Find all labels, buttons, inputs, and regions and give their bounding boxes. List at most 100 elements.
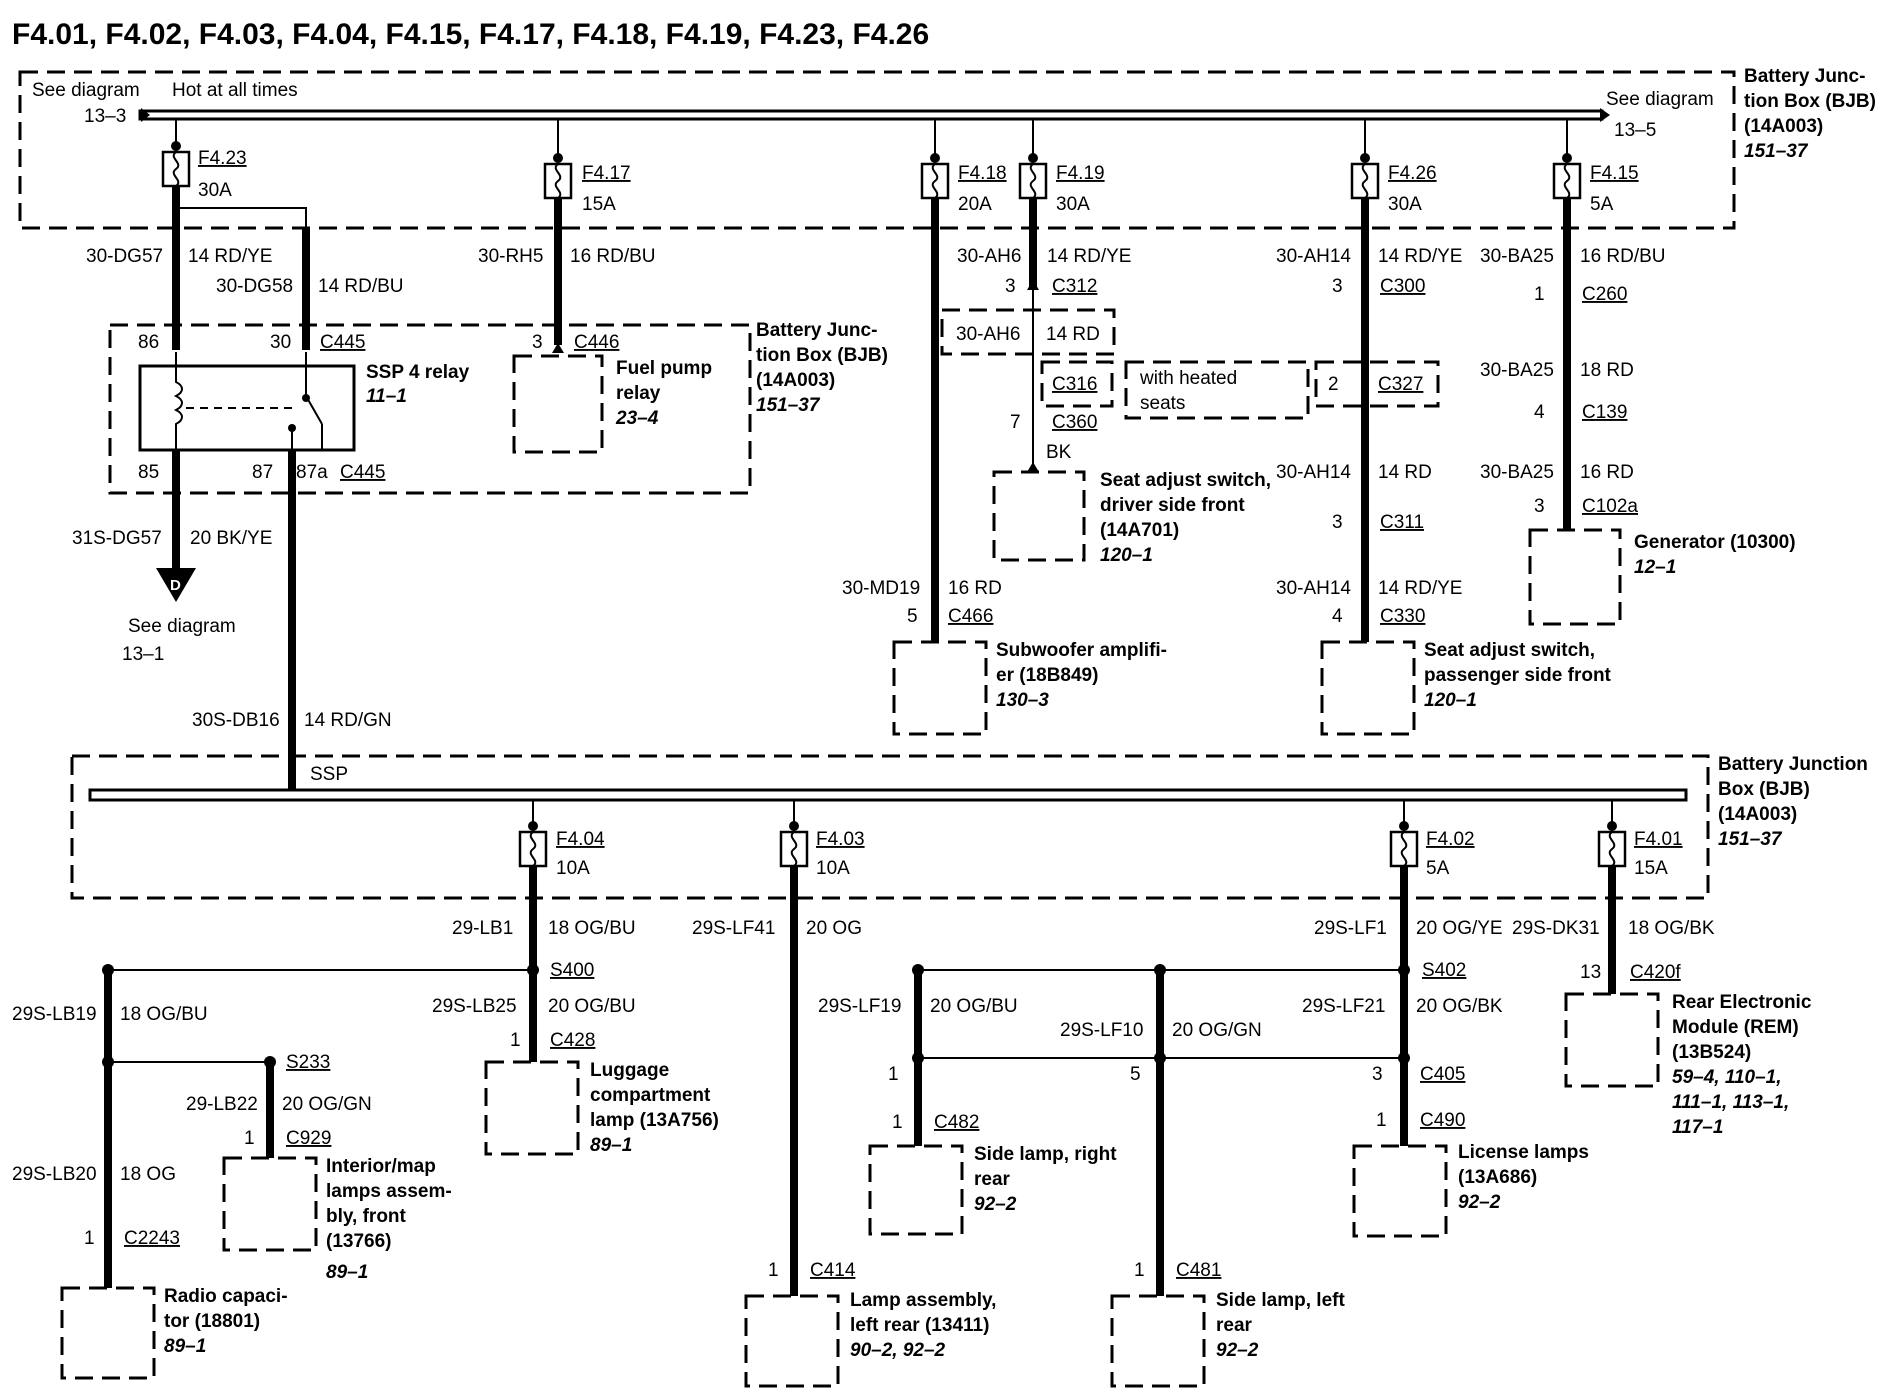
wire-lf21-circuit: 29S-LF21 xyxy=(1302,996,1385,1017)
ground-d-symbol: D xyxy=(170,577,181,594)
ssp-relay-page: 11–1 xyxy=(366,386,407,407)
bus-arrow-right-icon xyxy=(1600,108,1610,122)
wire-ba25a-gauge: 16 RD/BU xyxy=(1580,246,1666,267)
top-bus-bar xyxy=(138,109,1604,121)
wire-ba25a-circuit: 30-BA25 xyxy=(1480,246,1554,267)
fuse-f4-15-id: F4.15 xyxy=(1590,163,1639,184)
wire-lb20-gauge: 18 OG xyxy=(120,1164,176,1185)
see-diagram-left-page: 13–3 xyxy=(84,106,126,127)
c312-pin: 3 xyxy=(1005,276,1016,297)
fuse-f4-26-amps: 30A xyxy=(1388,194,1422,215)
c445a-pin: 30 xyxy=(270,332,291,353)
side-right-name-1: Side lamp, right xyxy=(974,1144,1117,1165)
subwoofer-name-2: er (18B849) xyxy=(996,665,1098,686)
wire-lb1-circuit: 29-LB1 xyxy=(452,918,513,939)
subwoofer-page: 130–3 xyxy=(996,690,1049,711)
c260-id: C260 xyxy=(1582,284,1627,305)
side-left-name-1: Side lamp, left xyxy=(1216,1290,1345,1311)
side-right-name-2: rear xyxy=(974,1169,1011,1190)
fuse-f4-26-icon xyxy=(1350,162,1380,200)
ah6-dashed-box xyxy=(940,308,1116,356)
license-name-2: (13A686) xyxy=(1458,1167,1537,1188)
pin-87a-label: 87a xyxy=(296,462,328,483)
splice-row-right-dot xyxy=(1398,1052,1410,1064)
rem-name-2: Module (REM) xyxy=(1672,1017,1799,1038)
wire-dg57-gauge: 14 RD/YE xyxy=(188,246,272,267)
wire-ah14b-gauge: 14 RD xyxy=(1378,462,1432,483)
c102a-id: C102a xyxy=(1582,496,1638,517)
luggage-box xyxy=(484,1060,580,1156)
top-bjb-page: 151–37 xyxy=(1744,141,1809,162)
c490-id: C490 xyxy=(1420,1110,1465,1131)
page-title: F4.01, F4.02, F4.03, F4.04, F4.15, F4.17… xyxy=(12,18,929,51)
wire-ah14b-circuit: 30-AH14 xyxy=(1276,462,1351,483)
fuse-f4-03-amps: 10A xyxy=(816,858,850,879)
c929-id: C929 xyxy=(286,1128,331,1149)
bk-color-label: BK xyxy=(1046,442,1072,463)
side-lamp-left-box xyxy=(1110,1294,1206,1388)
rem-name-1: Rear Electronic xyxy=(1672,992,1812,1013)
pin-lf10-label: 5 xyxy=(1130,1064,1141,1085)
see-diagram-right: See diagram xyxy=(1606,89,1714,110)
fuse-f4-01-amps: 15A xyxy=(1634,858,1668,879)
license-lamps-box xyxy=(1352,1144,1448,1238)
wire-dg58-gauge: 14 RD/BU xyxy=(318,276,404,297)
s400-id: S400 xyxy=(550,960,594,981)
c428-pin: 1 xyxy=(510,1030,521,1051)
rem-name-3: (13B524) xyxy=(1672,1042,1751,1063)
connector-arrow-icon xyxy=(1027,462,1039,472)
fuse-f4-15-amps: 5A xyxy=(1590,194,1614,215)
bottom-bjb-label-1: Battery Junction xyxy=(1718,754,1868,775)
luggage-page: 89–1 xyxy=(590,1135,632,1156)
fuse-f4-04-icon xyxy=(518,830,548,868)
interior-lamps-box xyxy=(222,1156,318,1252)
generator-box xyxy=(1528,528,1622,626)
luggage-name-2: compartment xyxy=(590,1085,711,1106)
relay-bjb-label-1: Battery Junc- xyxy=(756,320,877,341)
c311-pin: 3 xyxy=(1332,512,1343,533)
fuse-f4-04-id: F4.04 xyxy=(556,829,605,850)
wire-dk31-circuit: 29S-DK31 xyxy=(1512,918,1600,939)
side-lamp-right-box xyxy=(868,1144,964,1236)
fuse-f4-17-icon xyxy=(543,162,573,200)
fuse-f4-01-id: F4.01 xyxy=(1634,829,1683,850)
c420f-pin: 13 xyxy=(1580,962,1601,983)
radio-cap-name-1: Radio capaci- xyxy=(164,1286,288,1307)
wire-lb25-gauge: 20 OG/BU xyxy=(548,996,636,1017)
pin-87-label: 87 xyxy=(252,462,273,483)
fuel-pump-relay-label-1: Fuel pump xyxy=(616,358,712,379)
connector-arrow-icon xyxy=(552,343,564,353)
wire-lf41-gauge: 20 OG xyxy=(806,918,862,939)
fuse-f4-19-id: F4.19 xyxy=(1056,163,1105,184)
wire-md19-gauge: 16 RD xyxy=(948,578,1002,599)
fuse-f4-18-amps: 20A xyxy=(958,194,992,215)
wire-ah14a-circuit: 30-AH14 xyxy=(1276,246,1351,267)
wire-ah6-circuit: 30-AH6 xyxy=(957,246,1021,267)
rem-box xyxy=(1564,992,1660,1088)
wire-ah14c-gauge: 14 RD/YE xyxy=(1378,578,1462,599)
see-diagram-right-page: 13–5 xyxy=(1614,120,1656,141)
wire-lb19-circuit: 29S-LB19 xyxy=(12,1004,97,1025)
c446-id: C446 xyxy=(574,332,619,353)
license-page: 92–2 xyxy=(1458,1192,1501,1213)
wire-dg57b-gauge: 20 BK/YE xyxy=(190,528,272,549)
relay-bjb-page: 151–37 xyxy=(756,395,821,416)
c420f-id: C420f xyxy=(1630,962,1681,983)
fuse-f4-01-icon xyxy=(1597,830,1627,868)
bottom-bjb-label-3: (14A003) xyxy=(1718,804,1797,825)
side-left-name-2: rear xyxy=(1216,1315,1253,1336)
top-fuse-dots xyxy=(171,141,1572,163)
fuel-pump-relay-page: 23–4 xyxy=(615,408,659,429)
wire-ba25b-circuit: 30-BA25 xyxy=(1480,360,1554,381)
relay-pivot-dot xyxy=(302,394,310,402)
generator-page: 12–1 xyxy=(1634,557,1676,578)
c312-id: C312 xyxy=(1052,276,1097,297)
seat-driver-name-3: (14A701) xyxy=(1100,520,1179,541)
ground-d-icon xyxy=(156,568,196,602)
wire-lb25-circuit: 29S-LB25 xyxy=(432,996,517,1017)
top-bjb-label-1: Battery Junc- xyxy=(1744,66,1865,87)
side-left-page: 92–2 xyxy=(1216,1340,1259,1361)
c316-id: C316 xyxy=(1052,374,1097,395)
